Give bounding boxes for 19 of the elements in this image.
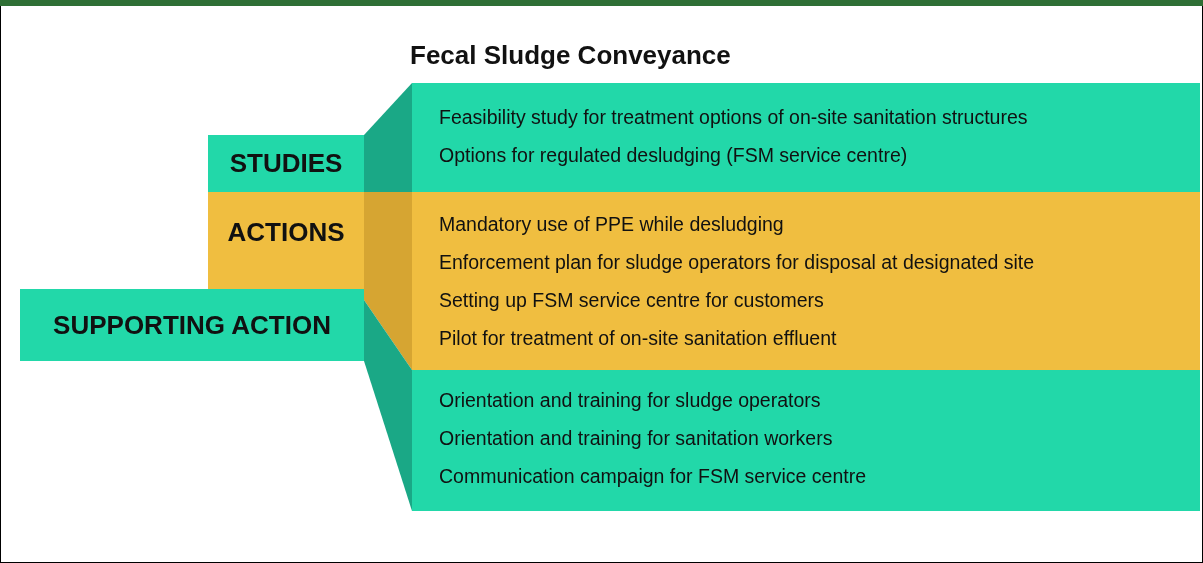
- list-item: Pilot for treatment of on-site sanitation effluent: [439, 326, 837, 351]
- connector-band: [364, 192, 412, 370]
- diagram-title: Fecal Sludge Conveyance: [410, 40, 731, 71]
- content-panel: [412, 370, 1200, 511]
- list-item: Communication campaign for FSM service centre: [439, 464, 866, 489]
- content-panel: [412, 83, 1200, 192]
- list-item: Mandatory use of PPE while desludging: [439, 212, 784, 237]
- list-item: Feasibility study for treatment options of on-site sanitation structures: [439, 105, 1028, 130]
- list-item: Enforcement plan for sludge operators for disposal at designated site: [439, 250, 1035, 275]
- list-item: Setting up FSM service centre for customers: [439, 288, 824, 313]
- connector-band: [364, 83, 412, 192]
- list-item: Orientation and training for sludge operators: [439, 388, 821, 413]
- list-item: Orientation and training for sanitation workers: [439, 426, 833, 451]
- content-panel: [412, 192, 1200, 370]
- category-tab: SUPPORTING ACTION: [20, 289, 364, 361]
- category-tab: ACTIONS: [208, 192, 364, 289]
- category-tab: STUDIES: [208, 135, 364, 192]
- connector-band: [364, 300, 412, 511]
- list-item: Options for regulated desludging (FSM service centre): [439, 143, 908, 168]
